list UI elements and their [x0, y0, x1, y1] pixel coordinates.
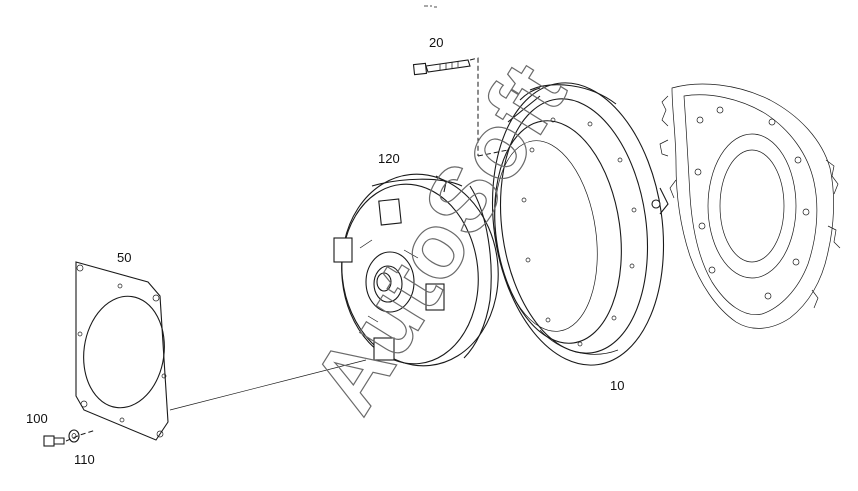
assembly-lines [65, 57, 509, 442]
washer [68, 429, 80, 443]
callout-100: 100 [26, 411, 48, 426]
callout-50: 50 [117, 250, 131, 265]
screw [412, 59, 471, 76]
torque-converter [333, 173, 499, 367]
callout-20: 20 [429, 35, 443, 50]
gasket [75, 261, 169, 441]
housing [491, 82, 669, 366]
engine-flange [659, 83, 841, 329]
top-mark [424, 5, 437, 8]
bolt [43, 435, 65, 447]
callout-110: 110 [74, 452, 95, 467]
callout-120: 120 [378, 151, 400, 166]
callout-10: 10 [610, 378, 624, 393]
